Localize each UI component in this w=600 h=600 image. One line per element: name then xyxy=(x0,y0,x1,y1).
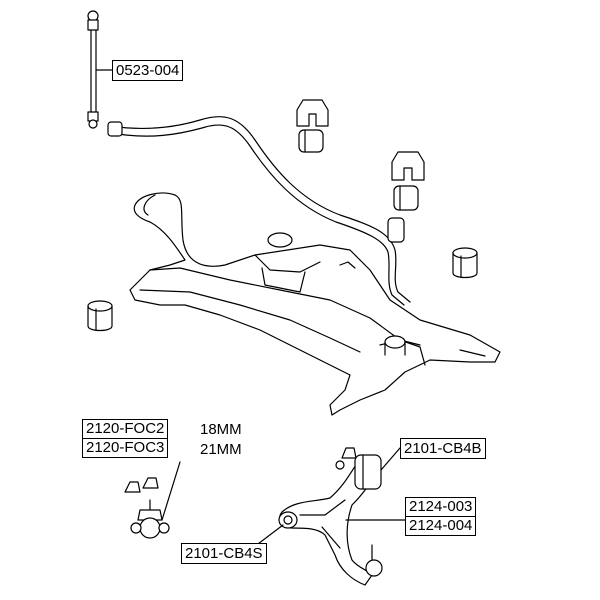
subframe-drawing xyxy=(129,192,501,416)
label-bushing-front: 2101-CB4S xyxy=(181,543,267,564)
control-arm-drawing xyxy=(278,447,383,586)
stabilizer-link-drawing xyxy=(87,10,99,129)
subframe-bushing-left-drawing xyxy=(87,300,113,332)
size-label-a: 18MM xyxy=(200,421,242,438)
ball-joint-drawing xyxy=(124,477,170,539)
label-stabilizer-link: 0523-004 xyxy=(112,60,184,81)
subframe-bushing-right-drawing xyxy=(452,247,478,279)
leader-line-bushing-rear xyxy=(380,447,401,471)
label-ball-joint-b: 2120-FOC3 xyxy=(83,438,168,457)
label-arm-b: 2124-004 xyxy=(406,516,476,535)
label-arm-group: 2124-003 2124-004 xyxy=(405,497,477,536)
label-bushing-rear: 2101-CB4B xyxy=(400,438,486,459)
bar-bushings-drawing xyxy=(296,99,425,211)
size-label-b: 21MM xyxy=(200,441,242,458)
leader-line-ball-joint xyxy=(161,461,181,521)
stabilizer-bar-drawing xyxy=(107,116,411,306)
label-ball-joint-group: 2120-FOC2 2120-FOC3 xyxy=(82,419,169,458)
label-ball-joint-a: 2120-FOC2 xyxy=(86,420,165,437)
label-arm-a: 2124-003 xyxy=(409,498,473,515)
